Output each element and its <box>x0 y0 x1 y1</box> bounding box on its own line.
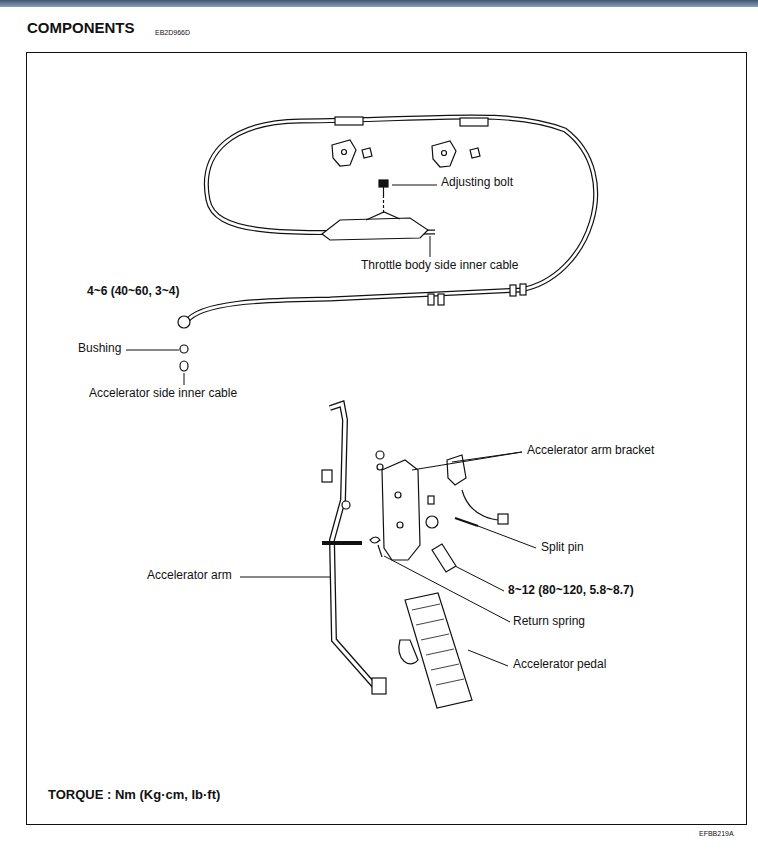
header-bar <box>0 0 758 7</box>
part-name: Bushing <box>77 342 122 356</box>
pedal-assembly <box>322 404 508 708</box>
torque-value: 4~6 (40~60, 3~4) <box>86 285 180 299</box>
torque-unit-note: TORQUE : Nm (Kg·cm, lb·ft) <box>47 788 221 803</box>
figure-code: EFBB219A <box>698 830 735 838</box>
part-name: Accelerator arm <box>146 569 233 583</box>
part-name: Split pin <box>540 541 585 555</box>
doc-code: EB2D966D <box>154 29 191 37</box>
leader-lines <box>126 185 536 666</box>
torque-value: 8~12 (80~120, 5.8~8.7) <box>507 584 635 598</box>
part-name: Throttle body side inner cable <box>360 259 519 273</box>
part-name: Return spring <box>512 615 586 629</box>
part-name: Adjusting bolt <box>440 176 514 190</box>
part-name: Accelerator arm bracket <box>526 444 655 458</box>
page-title: COMPONENTS <box>26 19 136 36</box>
part-name: Accelerator side inner cable <box>88 387 238 401</box>
cable <box>178 117 596 371</box>
part-name: Accelerator pedal <box>512 658 607 672</box>
